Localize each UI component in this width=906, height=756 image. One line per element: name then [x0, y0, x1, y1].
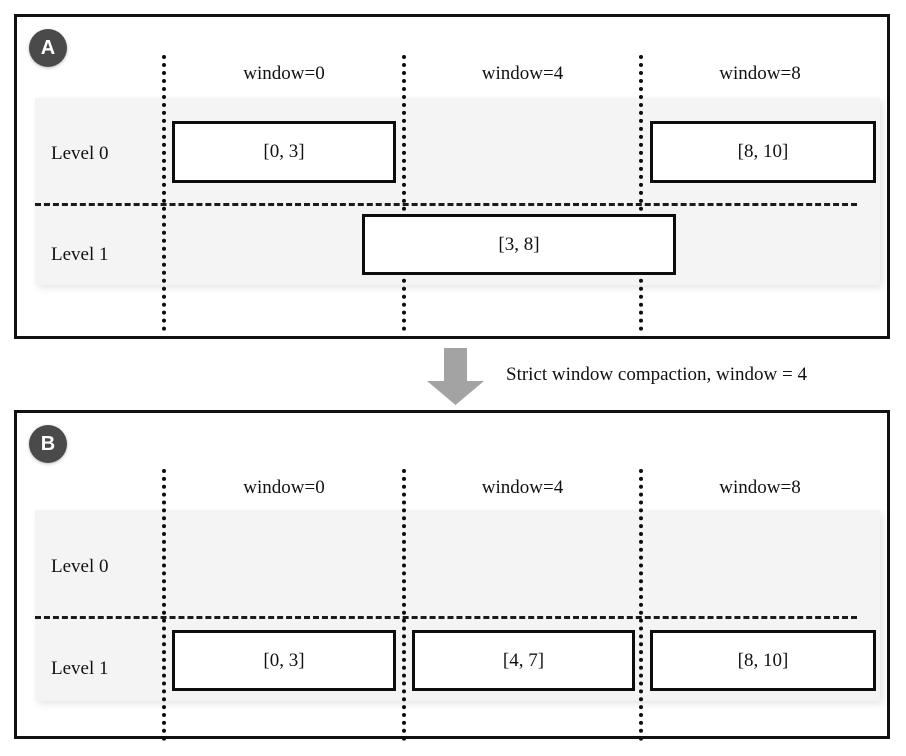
panel-a-window-divider-1: [402, 55, 406, 331]
transition-row: Strict window compaction, window = 4: [0, 339, 906, 410]
panel-a-badge: A: [29, 29, 67, 67]
panel-b-level-label-1: Level 1: [51, 658, 109, 679]
panel-a: A window=0 window=4 window=8 Level 0 Lev…: [14, 14, 890, 339]
panel-b-level-label-0: Level 0: [51, 556, 109, 577]
panel-a-level-label-1: Level 1: [51, 244, 109, 265]
panel-a-window-divider-0: [162, 55, 166, 331]
transition-caption: Strict window compaction, window = 4: [506, 364, 807, 385]
panel-b-level-separator: [35, 616, 857, 619]
panel-a-level-label-0: Level 0: [51, 143, 109, 164]
down-arrow-icon: [427, 348, 484, 405]
panel-a-interval-box-8-10: [8, 10]: [650, 121, 876, 183]
panel-b-interval-box-0-3: [0, 3]: [172, 630, 396, 691]
panel-b-badge: B: [29, 425, 67, 463]
panel-a-level-separator: [35, 203, 857, 206]
panel-b-window-divider-1: [402, 469, 406, 741]
panel-b-interval-box-8-10: [8, 10]: [650, 630, 876, 691]
panel-a-window-label-0: window=0: [243, 63, 325, 84]
panel-b-window-divider-2: [639, 469, 643, 741]
panel-b-window-divider-0: [162, 469, 166, 741]
panel-a-window-divider-2: [639, 55, 643, 331]
panel-b: B window=0 window=4 window=8 Level 0 Lev…: [14, 410, 890, 741]
panel-a-interval-box-0-3: [0, 3]: [172, 121, 396, 183]
panel-a-interval-box-3-8: [3, 8]: [362, 214, 676, 275]
panel-b-window-label-1: window=4: [481, 477, 564, 498]
panel-a-window-label-1: window=4: [481, 63, 564, 84]
panel-a-window-label-2: window=8: [719, 63, 801, 84]
panel-b-interval-box-4-7: [4, 7]: [412, 630, 635, 691]
panel-b-window-label-0: window=0: [243, 477, 325, 498]
panel-b-window-label-2: window=8: [719, 477, 801, 498]
